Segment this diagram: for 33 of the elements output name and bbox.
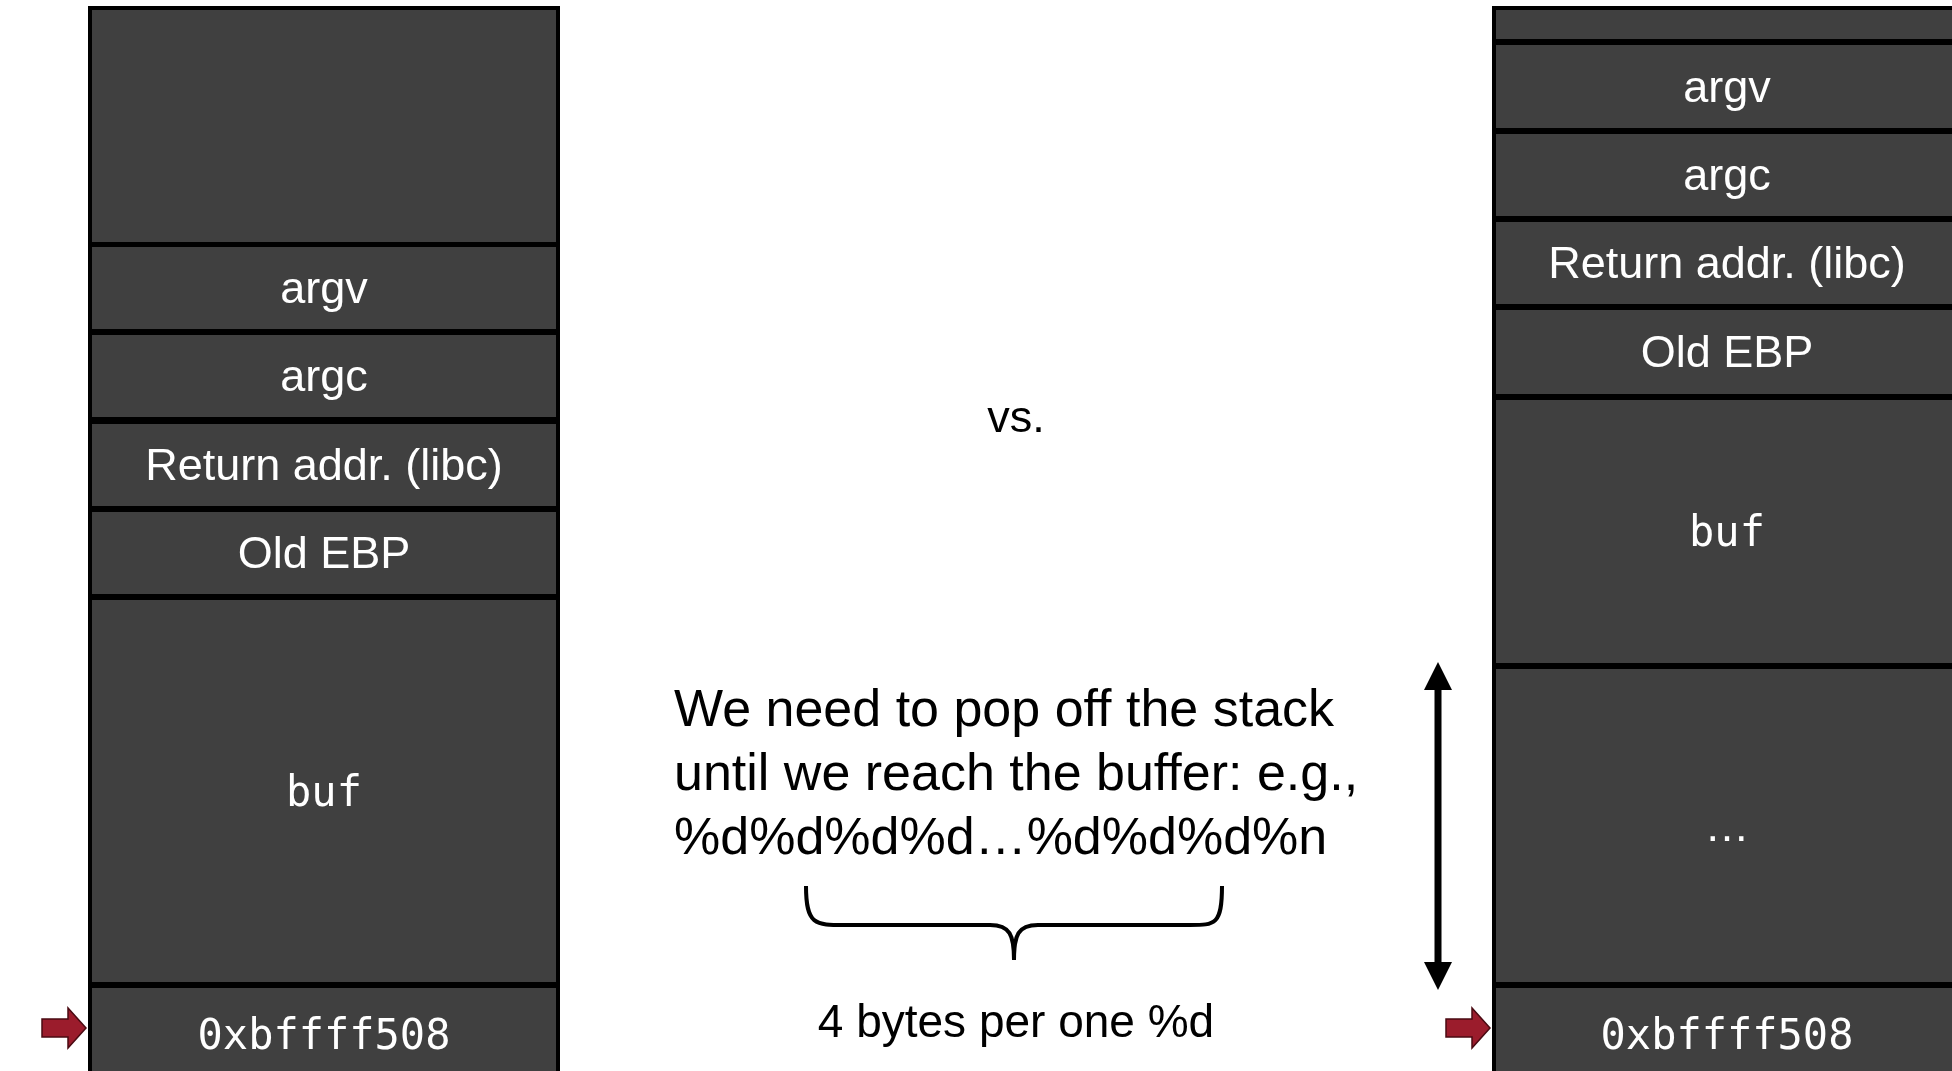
cell-label: argc xyxy=(280,350,368,402)
cell-label: argc xyxy=(1683,149,1771,201)
cell-label: … xyxy=(1704,799,1750,852)
note-text: We need to pop off the stack until we reach the buffer: e.g., %d%d%d%d…%d%d%d%n xyxy=(674,678,1360,867)
cell-label: Old EBP xyxy=(237,527,411,579)
cell-label: buf xyxy=(1689,507,1765,556)
pointer-arrow xyxy=(1445,1006,1491,1050)
cell-label: Return addr. (libc) xyxy=(1548,237,1906,289)
cell-label: Old EBP xyxy=(1640,326,1814,378)
stack-cell xyxy=(88,508,560,598)
cell-label: argv xyxy=(1683,60,1771,113)
stack-cell xyxy=(1492,41,1952,132)
separator-text: vs. xyxy=(987,391,1045,443)
stack-cell xyxy=(1492,984,1952,1071)
pointer-arrow xyxy=(41,1006,87,1050)
stack-cell xyxy=(1492,218,1952,308)
stack-cell xyxy=(88,596,560,986)
cell-label: Return addr. (libc) xyxy=(145,439,503,491)
stack-cell xyxy=(1492,665,1952,986)
stack-cell xyxy=(1492,6,1952,43)
stack-cell xyxy=(88,420,560,510)
stack-cell xyxy=(88,984,560,1071)
stack-cell xyxy=(1492,306,1952,398)
stack-cell xyxy=(1492,130,1952,220)
stack-cell xyxy=(88,331,560,421)
stack-cell xyxy=(88,243,560,333)
cell-label: argv xyxy=(280,262,368,314)
cell-label: 0xbffff508 xyxy=(1600,1009,1854,1059)
stack-cell xyxy=(88,6,560,246)
cell-label: buf xyxy=(286,766,362,816)
cell-label: 0xbffff508 xyxy=(197,1009,451,1059)
stack-cell xyxy=(1492,396,1952,667)
caption-text: 4 bytes per one %d xyxy=(817,994,1215,1048)
